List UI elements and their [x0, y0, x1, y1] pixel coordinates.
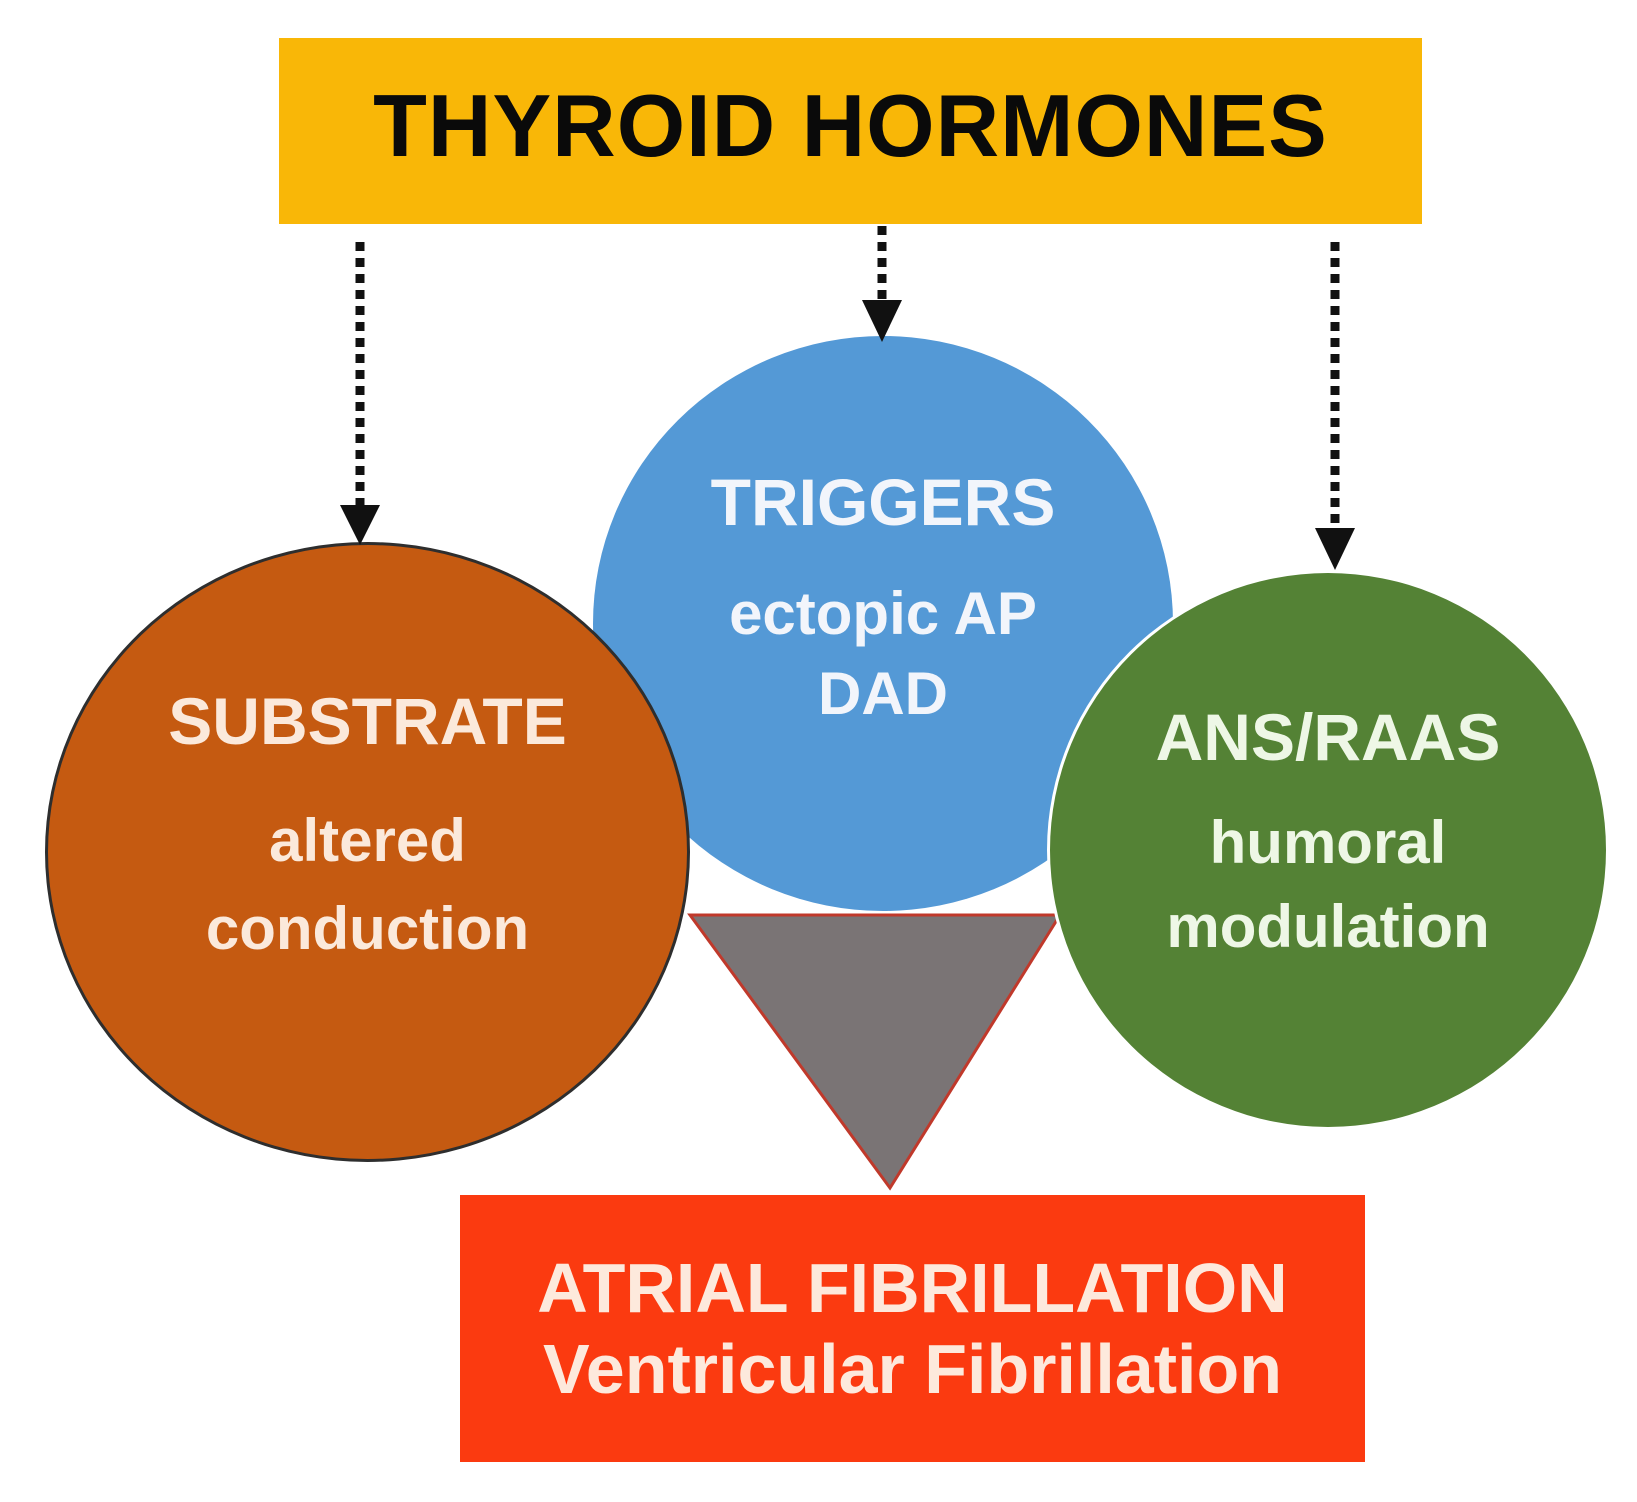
arrow-to-substrate — [340, 242, 380, 545]
outcome-line2: Ventricular Fibrillation — [542, 1329, 1283, 1408]
ans-line1: humoral — [1209, 808, 1447, 876]
substrate-heading: SUBSTRATE — [168, 684, 567, 758]
ans-line2: modulation — [1166, 892, 1490, 960]
arrowhead-triggers — [862, 300, 902, 342]
arrow-to-ans — [1315, 242, 1355, 570]
substrate-node: SUBSTRATE altered conduction — [45, 542, 690, 1162]
ans-heading: ANS/RAAS — [1155, 700, 1501, 774]
substrate-line2: conduction — [205, 894, 530, 962]
arrowhead-ans — [1315, 528, 1355, 570]
substrate-line1: altered — [269, 806, 466, 874]
triggers-line2: DAD — [818, 659, 948, 727]
arrowhead-substrate — [340, 505, 380, 545]
triggers-line1: ectopic AP — [729, 579, 1037, 647]
diagram-title: THYROID HORMONES — [373, 76, 1328, 175]
convergence-funnel — [687, 913, 1063, 1191]
triggers-node: TRIGGERS ectopic AP DAD — [593, 336, 1173, 911]
outcome-line1: ATRIAL FIBRILLATION — [537, 1249, 1288, 1327]
outcome-box: ATRIAL FIBRILLATION Ventricular Fibrilla… — [460, 1195, 1365, 1462]
title-box: THYROID HORMONES — [279, 38, 1422, 224]
arrow-to-triggers — [862, 226, 902, 342]
ans-raas-node: ANS/RAAS humoral modulation — [1047, 570, 1609, 1130]
triggers-heading: TRIGGERS — [710, 465, 1056, 539]
